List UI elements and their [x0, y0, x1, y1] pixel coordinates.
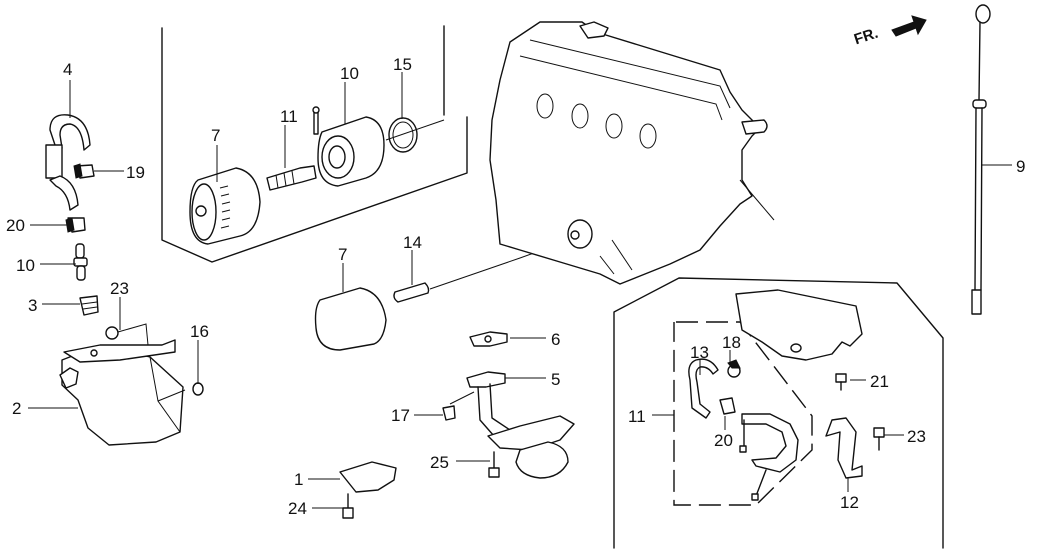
- callout-4: 4: [63, 60, 73, 79]
- oil-strainer-drawing: [466, 371, 575, 479]
- clip-upper-drawing: [73, 163, 95, 179]
- callout-15: 14: [403, 233, 422, 252]
- pcv-valve-drawing: [73, 243, 88, 281]
- hose-bracket-drawing: [825, 417, 863, 479]
- oil-filter-lower-drawing: [314, 287, 387, 351]
- bolt-bracket-drawing: [873, 427, 885, 451]
- callout-7-lower: 7: [338, 245, 348, 264]
- breather-chamber-drawing: [59, 339, 186, 446]
- callout-20-lower: 20: [6, 216, 25, 235]
- callout-18: 17: [391, 406, 410, 425]
- callout-22: 21: [870, 372, 889, 391]
- callout-13: 12: [840, 493, 859, 512]
- water-hose-drawing: [688, 358, 719, 419]
- callout-20-upper: 19: [126, 163, 145, 182]
- strainer-bolt-drawing: [488, 451, 500, 478]
- oil-cooler-inset-frame: [161, 25, 468, 263]
- callout-1: 1: [294, 470, 304, 489]
- callout-6: 6: [551, 330, 561, 349]
- callout-16: 15: [393, 55, 412, 74]
- breather-hose-drawing: [45, 114, 91, 211]
- dipstick-drawing: [971, 4, 991, 315]
- engine-cover-drawing: [735, 289, 863, 361]
- oil-pump-bracket-drawing: [339, 461, 397, 493]
- callout-19: 18: [722, 333, 741, 352]
- bolt-breather-drawing: [105, 323, 149, 346]
- callout-17: 16: [190, 322, 209, 341]
- hose-clamp-lower-drawing: [719, 397, 736, 415]
- callout-9: 11: [280, 107, 298, 126]
- callout-5: 5: [551, 370, 561, 389]
- bracket-bolt-drawing: [342, 493, 354, 519]
- small-o-ring-drawing: [192, 382, 204, 396]
- callout-14: 13: [690, 343, 709, 362]
- front-arrow-icon: [891, 15, 927, 37]
- callout-8: 10: [340, 64, 359, 83]
- engine-block-drawing: [489, 21, 775, 285]
- callout-11: 10: [16, 256, 35, 275]
- cooler-center-bolt-drawing: [266, 165, 317, 191]
- callout-21: 20: [714, 431, 733, 450]
- leader-lines: [28, 72, 1012, 509]
- cooler-hose-assembly-drawing: [739, 413, 799, 501]
- callout-3: 3: [28, 296, 38, 315]
- callout-23-left: 23: [110, 279, 129, 298]
- callout-23-right: 23: [907, 427, 926, 446]
- nut-drawing: [442, 405, 456, 421]
- oil-filter-upper-drawing: [189, 167, 261, 245]
- flange-bolt-drawing: [835, 373, 847, 391]
- callout-25: 25: [430, 453, 449, 472]
- grommet-drawing: [79, 295, 99, 316]
- callout-10: 9: [1016, 157, 1026, 176]
- callout-24: 24: [288, 499, 307, 518]
- callout-12: 11: [628, 407, 646, 426]
- oil-cooler-drawing: [312, 106, 385, 187]
- callout-2: 2: [12, 399, 22, 418]
- clip-lower-drawing: [65, 217, 86, 233]
- callout-7-upper: 7: [211, 126, 221, 145]
- hose-clamp-upper-drawing: [727, 359, 741, 378]
